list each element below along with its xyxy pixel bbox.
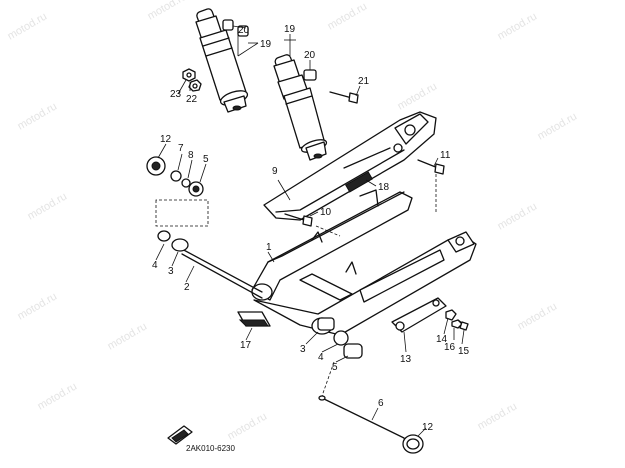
- callout-18: 18: [378, 182, 390, 193]
- watermark: motod.ru: [326, 0, 370, 32]
- callout-3-right: 3: [300, 344, 306, 355]
- bushing-3-right: [317, 317, 335, 331]
- bearing-set-top-left: [146, 156, 209, 227]
- right-shock-absorber: [273, 54, 328, 161]
- forward-arrow-icon: [167, 425, 193, 445]
- callout-20-left: 20: [238, 25, 250, 36]
- callout-11: 11: [440, 150, 451, 161]
- callout-5-right: 5: [332, 362, 338, 373]
- callout-15: 15: [458, 346, 470, 357]
- callout-10: 10: [320, 207, 332, 218]
- callout-8: 8: [188, 150, 194, 161]
- watermark: motod.ru: [396, 80, 440, 112]
- callout-7: 7: [178, 143, 184, 154]
- callout-4-right: 4: [318, 352, 324, 363]
- callout-1: 1: [266, 242, 272, 253]
- collar-5-right: [343, 343, 363, 359]
- bolt-11: [417, 159, 445, 175]
- callout-17: 17: [240, 340, 252, 351]
- callout-22: 22: [186, 94, 198, 105]
- callout-9: 9: [272, 166, 278, 177]
- leader-lines: [155, 25, 465, 437]
- watermark: motod.ru: [16, 100, 60, 132]
- watermark: motod.ru: [536, 110, 580, 142]
- callout-19-right: 19: [284, 24, 296, 35]
- watermark: motod.ru: [226, 410, 270, 442]
- bushing-20-left: [222, 19, 234, 31]
- label-sticker-17: [237, 311, 271, 327]
- callout-20-right: 20: [304, 50, 316, 61]
- watermark: motod.ru: [36, 380, 80, 412]
- watermark: motod.ru: [16, 290, 60, 322]
- watermark: motod.ru: [146, 0, 190, 23]
- bolt-10: [284, 213, 313, 227]
- watermark: motod.ru: [476, 400, 520, 432]
- pivot-assembly-left: [157, 230, 263, 299]
- callout-12-top: 12: [160, 134, 172, 145]
- callout-19-left: 19: [260, 39, 272, 50]
- shock-hardware: [182, 19, 359, 104]
- bolt-21: [329, 91, 359, 104]
- callout-6: 6: [378, 398, 384, 409]
- watermark: motod.ru: [496, 10, 540, 42]
- washer-14: [445, 309, 457, 321]
- diagram-code: 2AK010-6230: [186, 444, 235, 453]
- pivot-assembly-right: [317, 317, 363, 359]
- callout-13: 13: [400, 354, 412, 365]
- bearing-7: [170, 170, 182, 182]
- callout-2: 2: [184, 282, 190, 293]
- axle-6: [318, 395, 405, 439]
- watermark: motod.ru: [496, 200, 540, 232]
- collar-4-left: [157, 230, 171, 242]
- callout-5-top: 5: [203, 154, 209, 165]
- callout-12-bottom: 12: [422, 422, 434, 433]
- watermark: motod.ru: [6, 10, 50, 42]
- collar-4-right: [333, 330, 349, 346]
- chain-case: [263, 111, 437, 221]
- callout-labels: 1 2 3 3 4 4 5 5 6 7 8 9 10 11 12 12 13 1…: [152, 24, 470, 433]
- watermark: motod.ru: [516, 300, 560, 332]
- left-shock-absorber: [195, 8, 249, 113]
- bearing-8: [181, 178, 191, 188]
- bushing-3-left: [171, 238, 189, 252]
- assembly-lines: [315, 174, 437, 442]
- callout-14: 14: [436, 334, 448, 345]
- bushing-20-right: [303, 69, 317, 81]
- callout-16: 16: [444, 342, 456, 353]
- chain-adjuster-13: [391, 297, 469, 333]
- callout-4-left: 4: [152, 260, 158, 271]
- watermark: motod.ru: [106, 320, 150, 352]
- callout-3-left: 3: [168, 266, 174, 277]
- callout-21: 21: [358, 76, 370, 87]
- bolt-15: [459, 321, 469, 331]
- cap-12-bottom: [402, 434, 424, 454]
- callout-23: 23: [170, 89, 182, 100]
- watermark: motod.ru: [26, 190, 70, 222]
